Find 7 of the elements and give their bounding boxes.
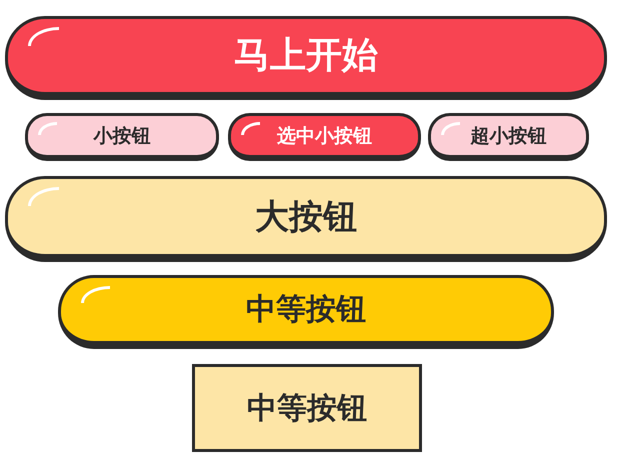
- button: 中等按钮: [192, 364, 422, 452]
- button: 超小按钮: [428, 113, 589, 161]
- button: 马上开始: [5, 16, 607, 100]
- button: 选中小按钮: [228, 113, 421, 161]
- button: 小按钮: [25, 113, 219, 161]
- button: 大按钮: [5, 176, 607, 262]
- button: 中等按钮: [58, 275, 554, 349]
